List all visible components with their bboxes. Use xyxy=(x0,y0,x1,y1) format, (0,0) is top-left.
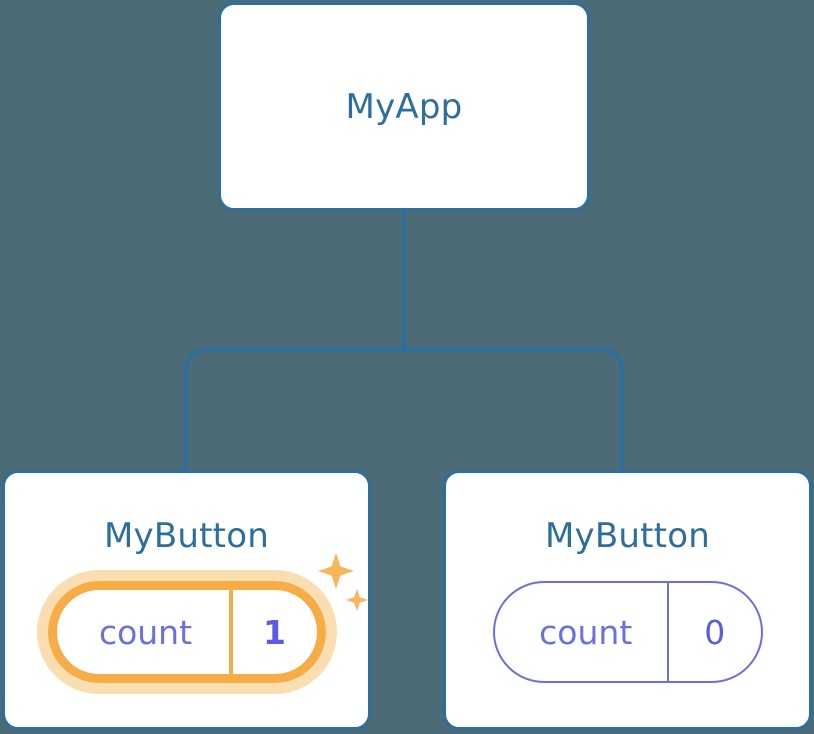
state-value: 0 xyxy=(666,583,761,681)
sparkle-small-icon xyxy=(345,589,368,611)
node-mybutton-left[interactable]: MyButton count 1 xyxy=(2,470,371,730)
state-chip-highlighted[interactable]: count 1 xyxy=(36,553,368,694)
state-key: count xyxy=(539,612,633,652)
node-myapp[interactable]: MyApp xyxy=(218,2,590,211)
node-title: MyButton xyxy=(104,516,269,556)
node-title: MyApp xyxy=(345,86,463,127)
sparkle-large-icon xyxy=(317,553,354,589)
state-chip-glow xyxy=(36,570,337,694)
connector-branch-bar xyxy=(184,348,624,472)
state-chip[interactable]: count 0 xyxy=(492,581,763,683)
state-chip-idle[interactable]: count 0 xyxy=(492,581,763,683)
state-value: 1 xyxy=(228,590,317,674)
node-mybutton-right[interactable]: MyButton count 0 xyxy=(443,470,812,730)
node-title: MyButton xyxy=(545,516,710,556)
state-chip[interactable]: count 1 xyxy=(47,581,326,683)
state-key: count xyxy=(98,612,193,652)
